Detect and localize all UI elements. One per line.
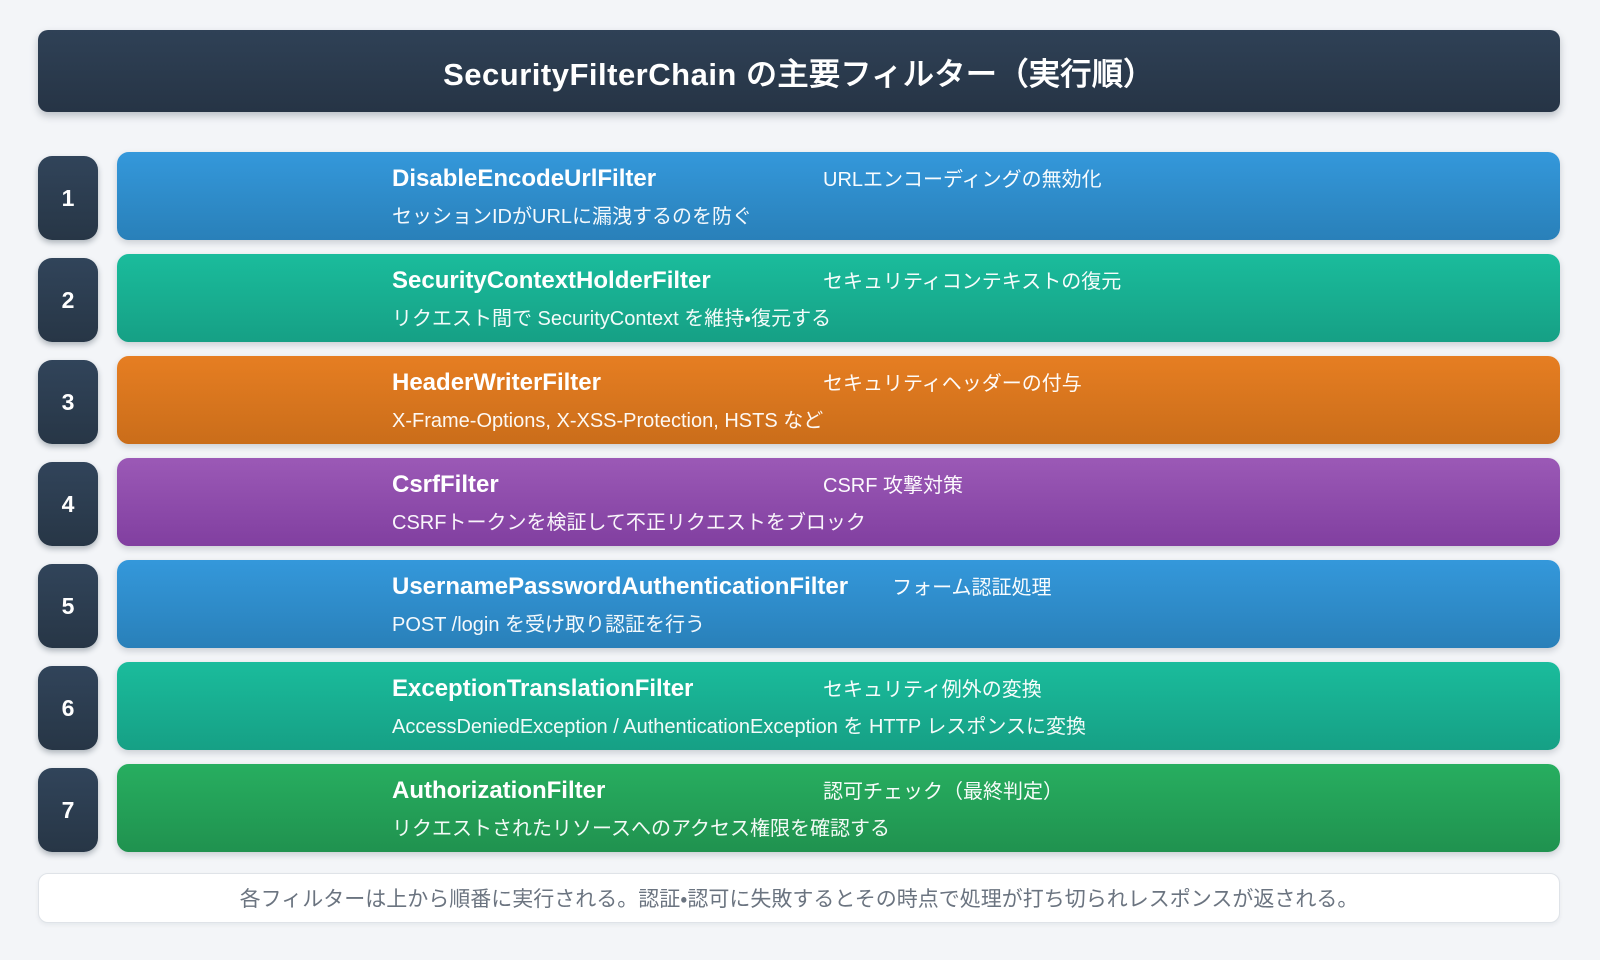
filter-headline: AuthorizationFilter 認可チェック（最終判定） <box>392 775 1560 805</box>
filter-bar: SecurityContextHolderFilter セキュリティコンテキスト… <box>117 254 1560 342</box>
footer-note-text: 各フィルターは上から順番に実行される。認証・認可に失敗するとその時点で処理が打ち… <box>239 888 1359 911</box>
filter-description: リクエストされたリソースへのアクセス権限を確認する <box>392 818 890 840</box>
filter-row-1: 1 DisableEncodeUrlFilter URLエンコーディングの無効化… <box>38 152 1560 240</box>
filter-row-2: 2 SecurityContextHolderFilter セキュリティコンテキ… <box>38 254 1560 342</box>
order-badge: 3 <box>38 360 98 444</box>
filter-bar: UsernamePasswordAuthenticationFilter フォー… <box>117 560 1560 648</box>
filter-headline: UsernamePasswordAuthenticationFilter フォー… <box>392 571 1560 601</box>
filter-bar: AuthorizationFilter 認可チェック（最終判定） リクエストされ… <box>117 764 1560 852</box>
order-badge: 6 <box>38 666 98 750</box>
filter-row-7: 7 AuthorizationFilter 認可チェック（最終判定） リクエスト… <box>38 764 1560 852</box>
order-number: 7 <box>61 796 75 823</box>
filter-row-3: 3 HeaderWriterFilter セキュリティヘッダーの付与 X-Fra… <box>38 356 1560 444</box>
filter-description: CSRFトークンを検証して不正リクエストをブロック <box>392 512 866 534</box>
filter-headline: DisableEncodeUrlFilter URLエンコーディングの無効化 <box>392 163 1560 193</box>
order-number: 1 <box>61 184 75 211</box>
footer-note-box: 各フィルターは上から順番に実行される。認証・認可に失敗するとその時点で処理が打ち… <box>38 873 1560 923</box>
filter-row-6: 6 ExceptionTranslationFilter セキュリティ例外の変換… <box>38 662 1560 750</box>
filter-headline: HeaderWriterFilter セキュリティヘッダーの付与 <box>392 367 1560 397</box>
filter-role-label: 認可チェック（最終判定） <box>823 781 1063 803</box>
filter-role-label: セキュリティコンテキストの復元 <box>823 271 1122 293</box>
page-title: SecurityFilterChain の主要フィルター（実行順） <box>443 56 1155 92</box>
filter-role-label: CSRF 攻撃対策 <box>823 475 963 497</box>
title-bar: SecurityFilterChain の主要フィルター（実行順） <box>38 30 1560 112</box>
order-number: 2 <box>61 286 75 313</box>
order-number: 4 <box>61 490 75 517</box>
filter-headline: ExceptionTranslationFilter セキュリティ例外の変換 <box>392 673 1560 703</box>
filter-name: ExceptionTranslationFilter <box>392 675 694 702</box>
filter-row-4: 4 CsrfFilter CSRF 攻撃対策 CSRFトークンを検証して不正リク… <box>38 458 1560 546</box>
order-badge: 4 <box>38 462 98 546</box>
filter-name: HeaderWriterFilter <box>392 369 601 396</box>
order-number: 3 <box>61 388 75 415</box>
filter-bar: HeaderWriterFilter セキュリティヘッダーの付与 X-Frame… <box>117 356 1560 444</box>
filter-row-5: 5 UsernamePasswordAuthenticationFilter フ… <box>38 560 1560 648</box>
filter-description: POST /login を受け取り認証を行う <box>392 614 706 636</box>
filter-name: SecurityContextHolderFilter <box>392 267 711 294</box>
filter-bar: CsrfFilter CSRF 攻撃対策 CSRFトークンを検証して不正リクエス… <box>117 458 1560 546</box>
filter-name: CsrfFilter <box>392 471 499 498</box>
filter-name: UsernamePasswordAuthenticationFilter <box>392 573 849 600</box>
order-badge: 2 <box>38 258 98 342</box>
filter-description: リクエスト間で SecurityContext を維持・復元する <box>392 308 832 330</box>
order-number: 5 <box>61 592 75 619</box>
filter-role-label: URLエンコーディングの無効化 <box>823 169 1102 191</box>
order-badge: 7 <box>38 768 98 852</box>
order-number: 6 <box>61 694 75 721</box>
filter-description: X-Frame-Options, X-XSS-Protection, HSTS … <box>392 410 824 432</box>
filter-name: AuthorizationFilter <box>392 777 606 804</box>
order-badge: 1 <box>38 156 98 240</box>
filter-role-label: セキュリティヘッダーの付与 <box>823 373 1082 395</box>
filter-bar: DisableEncodeUrlFilter URLエンコーディングの無効化 セ… <box>117 152 1560 240</box>
filter-name: DisableEncodeUrlFilter <box>392 165 657 192</box>
filter-headline: CsrfFilter CSRF 攻撃対策 <box>392 469 1560 499</box>
filter-description: AccessDeniedException / AuthenticationEx… <box>392 716 1086 738</box>
filter-description: セッションIDがURLに漏洩するのを防ぐ <box>392 206 753 228</box>
filter-headline: SecurityContextHolderFilter セキュリティコンテキスト… <box>392 265 1560 295</box>
filter-bar: ExceptionTranslationFilter セキュリティ例外の変換 A… <box>117 662 1560 750</box>
filter-role-label: セキュリティ例外の変換 <box>823 679 1042 701</box>
filter-role-label: フォーム認証処理 <box>892 577 1052 599</box>
order-badge: 5 <box>38 564 98 648</box>
